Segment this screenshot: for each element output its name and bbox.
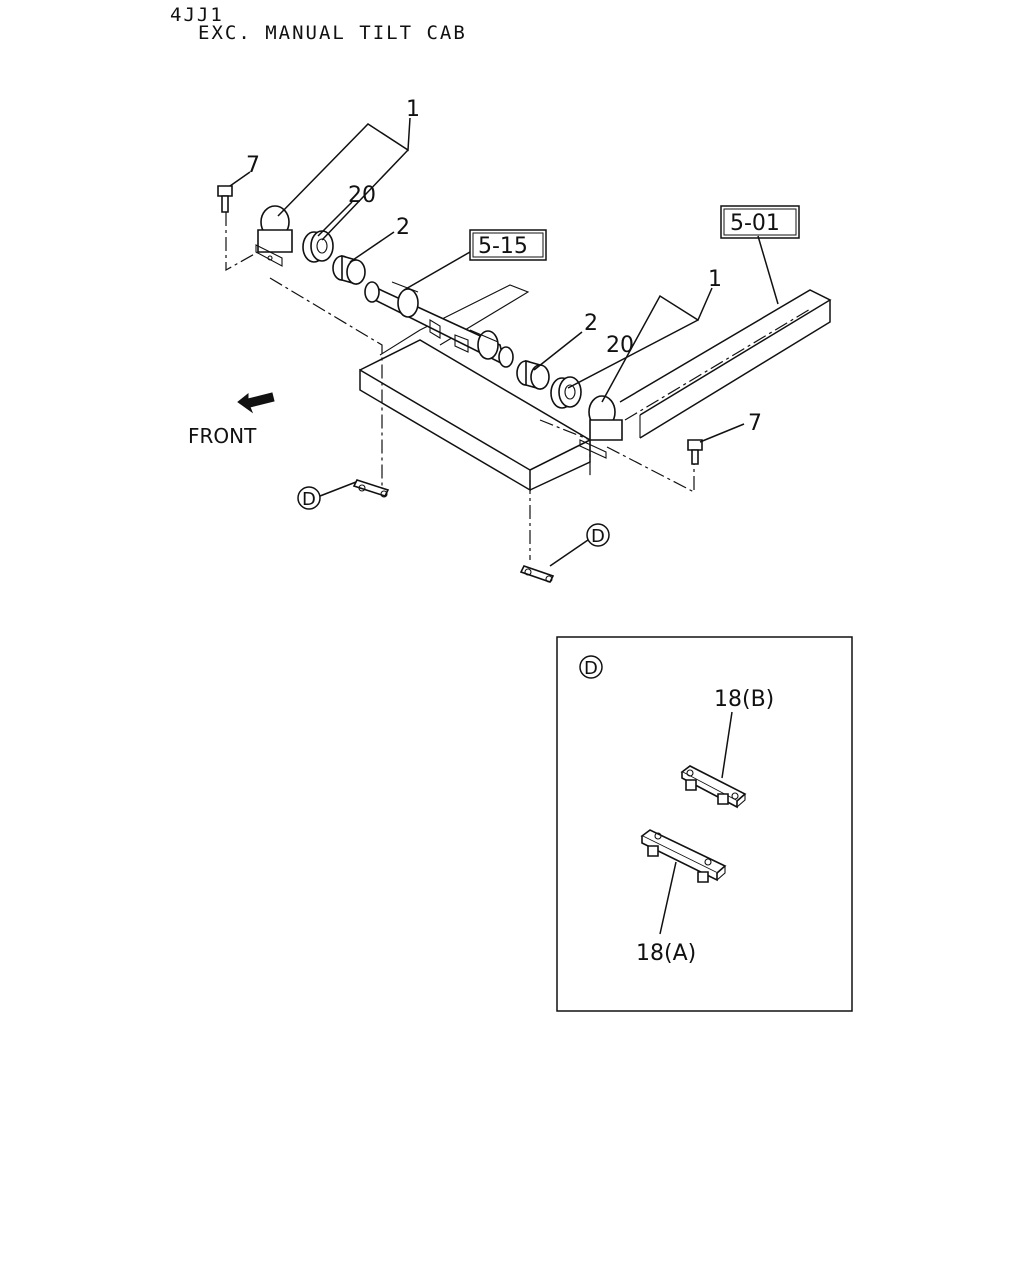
right-bracket [579,395,623,459]
detail-d-marker-left[interactable]: D [297,486,321,510]
detail-d-inset-marker: D [579,655,603,679]
detail-d-inset: D [556,636,853,1012]
small-plate-left [352,479,390,498]
reference-label-5-01: 5-01 [730,211,780,236]
left-bushing-20 [302,230,334,263]
callout-7-left: 7 [246,153,260,178]
front-arrow-icon [237,392,275,414]
svg-text:D: D [584,658,598,679]
callout-1-right: 1 [708,267,722,292]
left-bracket [255,205,293,267]
callout-20-left: 20 [348,183,376,208]
callout-7-right: 7 [748,411,762,436]
detail-d-marker-right[interactable]: D [586,523,610,547]
svg-text:D: D [591,526,605,547]
reference-box-5-15[interactable]: 5-15 [469,229,547,261]
left-bolt-7 [217,185,233,213]
callout-2-left: 2 [396,215,410,240]
reference-box-5-01[interactable]: 5-01 [720,205,800,239]
right-bolt-7 [687,439,703,465]
right-bushing-20 [550,376,582,409]
leader-lines [229,117,779,567]
plate-18b [680,765,747,809]
left-bushing-2 [332,254,366,286]
diagram-header-model: 4JJ1 [170,4,224,26]
callout-1-left: 1 [406,97,420,122]
stabilizer-bar [364,281,514,368]
svg-text:D: D [302,489,316,510]
small-plate-right [519,565,555,583]
reference-label-5-15: 5-15 [478,234,528,259]
side-rail [619,289,832,439]
assembly-lines [225,212,695,560]
front-label: FRONT [188,424,257,448]
callout-20-right: 20 [606,333,634,358]
callout-2-right: 2 [584,311,598,336]
callout-18a: 18(A) [636,941,696,966]
right-bushing-2 [516,359,550,391]
callout-18b: 18(B) [714,687,774,712]
diagram-header-variant: EXC. MANUAL TILT CAB [198,22,467,44]
plate-18a [640,829,727,883]
